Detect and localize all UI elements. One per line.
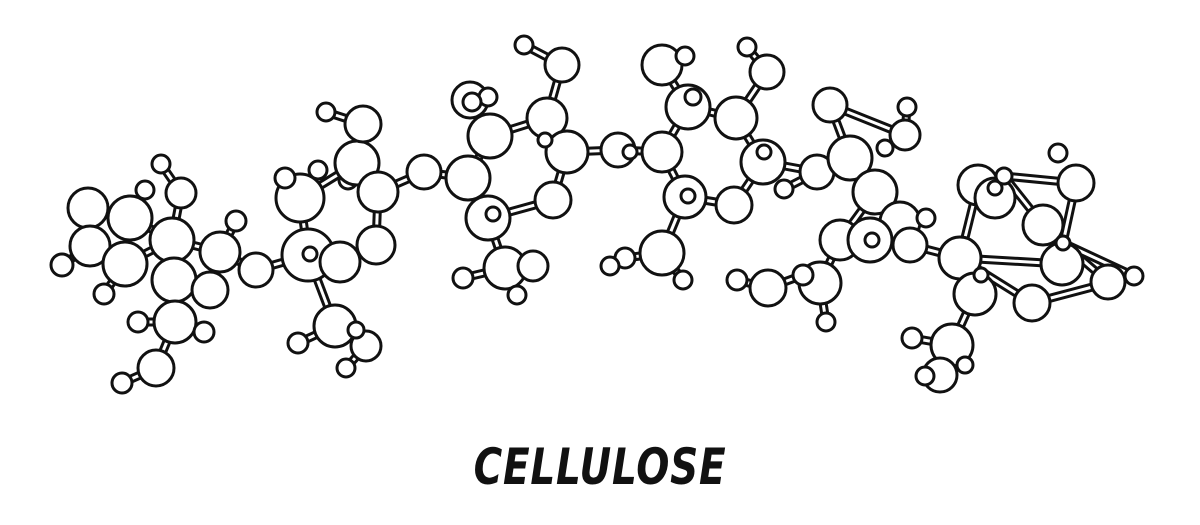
hydrogen-atom [513,34,535,56]
hydrogen-atom [451,266,475,290]
atom [355,224,397,266]
atom [152,299,198,345]
hydrogen-atom [773,178,795,200]
atom [826,134,874,182]
hydrogen-atom [915,207,937,229]
atom [1089,263,1127,301]
hydrogen-atom [346,320,366,340]
hydrogen-atom [599,255,621,277]
hydrogen-atom [875,138,895,158]
atom [198,230,242,274]
hydrogen-atom [92,282,116,306]
hydrogen-atom [110,371,134,395]
hydrogen-atom [1123,265,1145,287]
hydrogen-atom [674,45,696,67]
hydrogen-atom [900,326,924,350]
hydrogen-atom [986,179,1004,197]
hydrogen-atom [286,331,310,355]
hydrogen-atom [994,166,1014,186]
atom [343,104,383,144]
hydrogen-atom [621,143,639,161]
atom [405,153,443,191]
atom [164,176,198,210]
atom [638,229,686,277]
hydrogen-atom [1054,234,1072,252]
atom [66,186,110,230]
hydrogen-atom [315,101,337,123]
atom [466,112,514,160]
hydrogen-atom [224,209,248,233]
hydrogen-atom [150,153,172,175]
atom [106,194,154,242]
hydrogen-atom [536,131,554,149]
atom [891,226,929,264]
hydrogen-atom [863,231,881,249]
hydrogen-atom [192,320,216,344]
atom [713,95,759,141]
atom [640,130,684,174]
hydrogen-atom [791,263,815,287]
atom [888,118,922,152]
bond-layer [59,41,1136,388]
hydrogen-atom [679,187,697,205]
hydrogen-atom [506,284,528,306]
atom [533,180,573,220]
diagram-title: CELLULOSE [473,438,727,496]
hydrogen-atom [484,205,502,223]
hydrogen-atom [896,96,918,118]
atom [748,53,786,91]
atom [150,256,198,304]
hydrogen-atom [725,268,749,292]
hydrogen-atom [683,87,703,107]
atom [1021,203,1065,247]
hydrogen-atom [972,266,990,284]
atom [356,170,400,214]
atom [544,129,590,175]
hydrogen-atom [301,245,319,263]
hydrogen-atom [815,311,837,333]
atom [516,249,550,283]
atom [811,86,849,124]
atom [1012,283,1052,323]
hydrogen-atom [672,269,694,291]
hydrogen-atom [736,36,758,58]
hydrogen-atom [49,252,75,278]
hydrogen-atom [914,365,936,387]
hydrogen-atom [1047,142,1069,164]
hydrogen-atom [134,179,156,201]
hydrogen-atom [955,355,975,375]
atom [136,348,176,388]
atom [190,270,230,310]
hydrogen-atom [755,143,773,161]
atom [148,216,196,264]
hydrogen-atom [273,166,297,190]
atom [739,138,787,186]
atom-layer [49,34,1145,395]
atom [237,251,275,289]
atom [1056,163,1096,203]
hydrogen-atom [335,357,357,379]
atom [543,46,581,84]
hydrogen-atom [461,91,483,113]
atom [318,240,362,284]
hydrogen-atom [307,159,329,181]
hydrogen-atom [126,310,150,334]
atom [714,185,754,225]
atom [101,240,149,288]
atom [444,154,492,202]
atom [851,168,899,216]
atom [748,268,788,308]
